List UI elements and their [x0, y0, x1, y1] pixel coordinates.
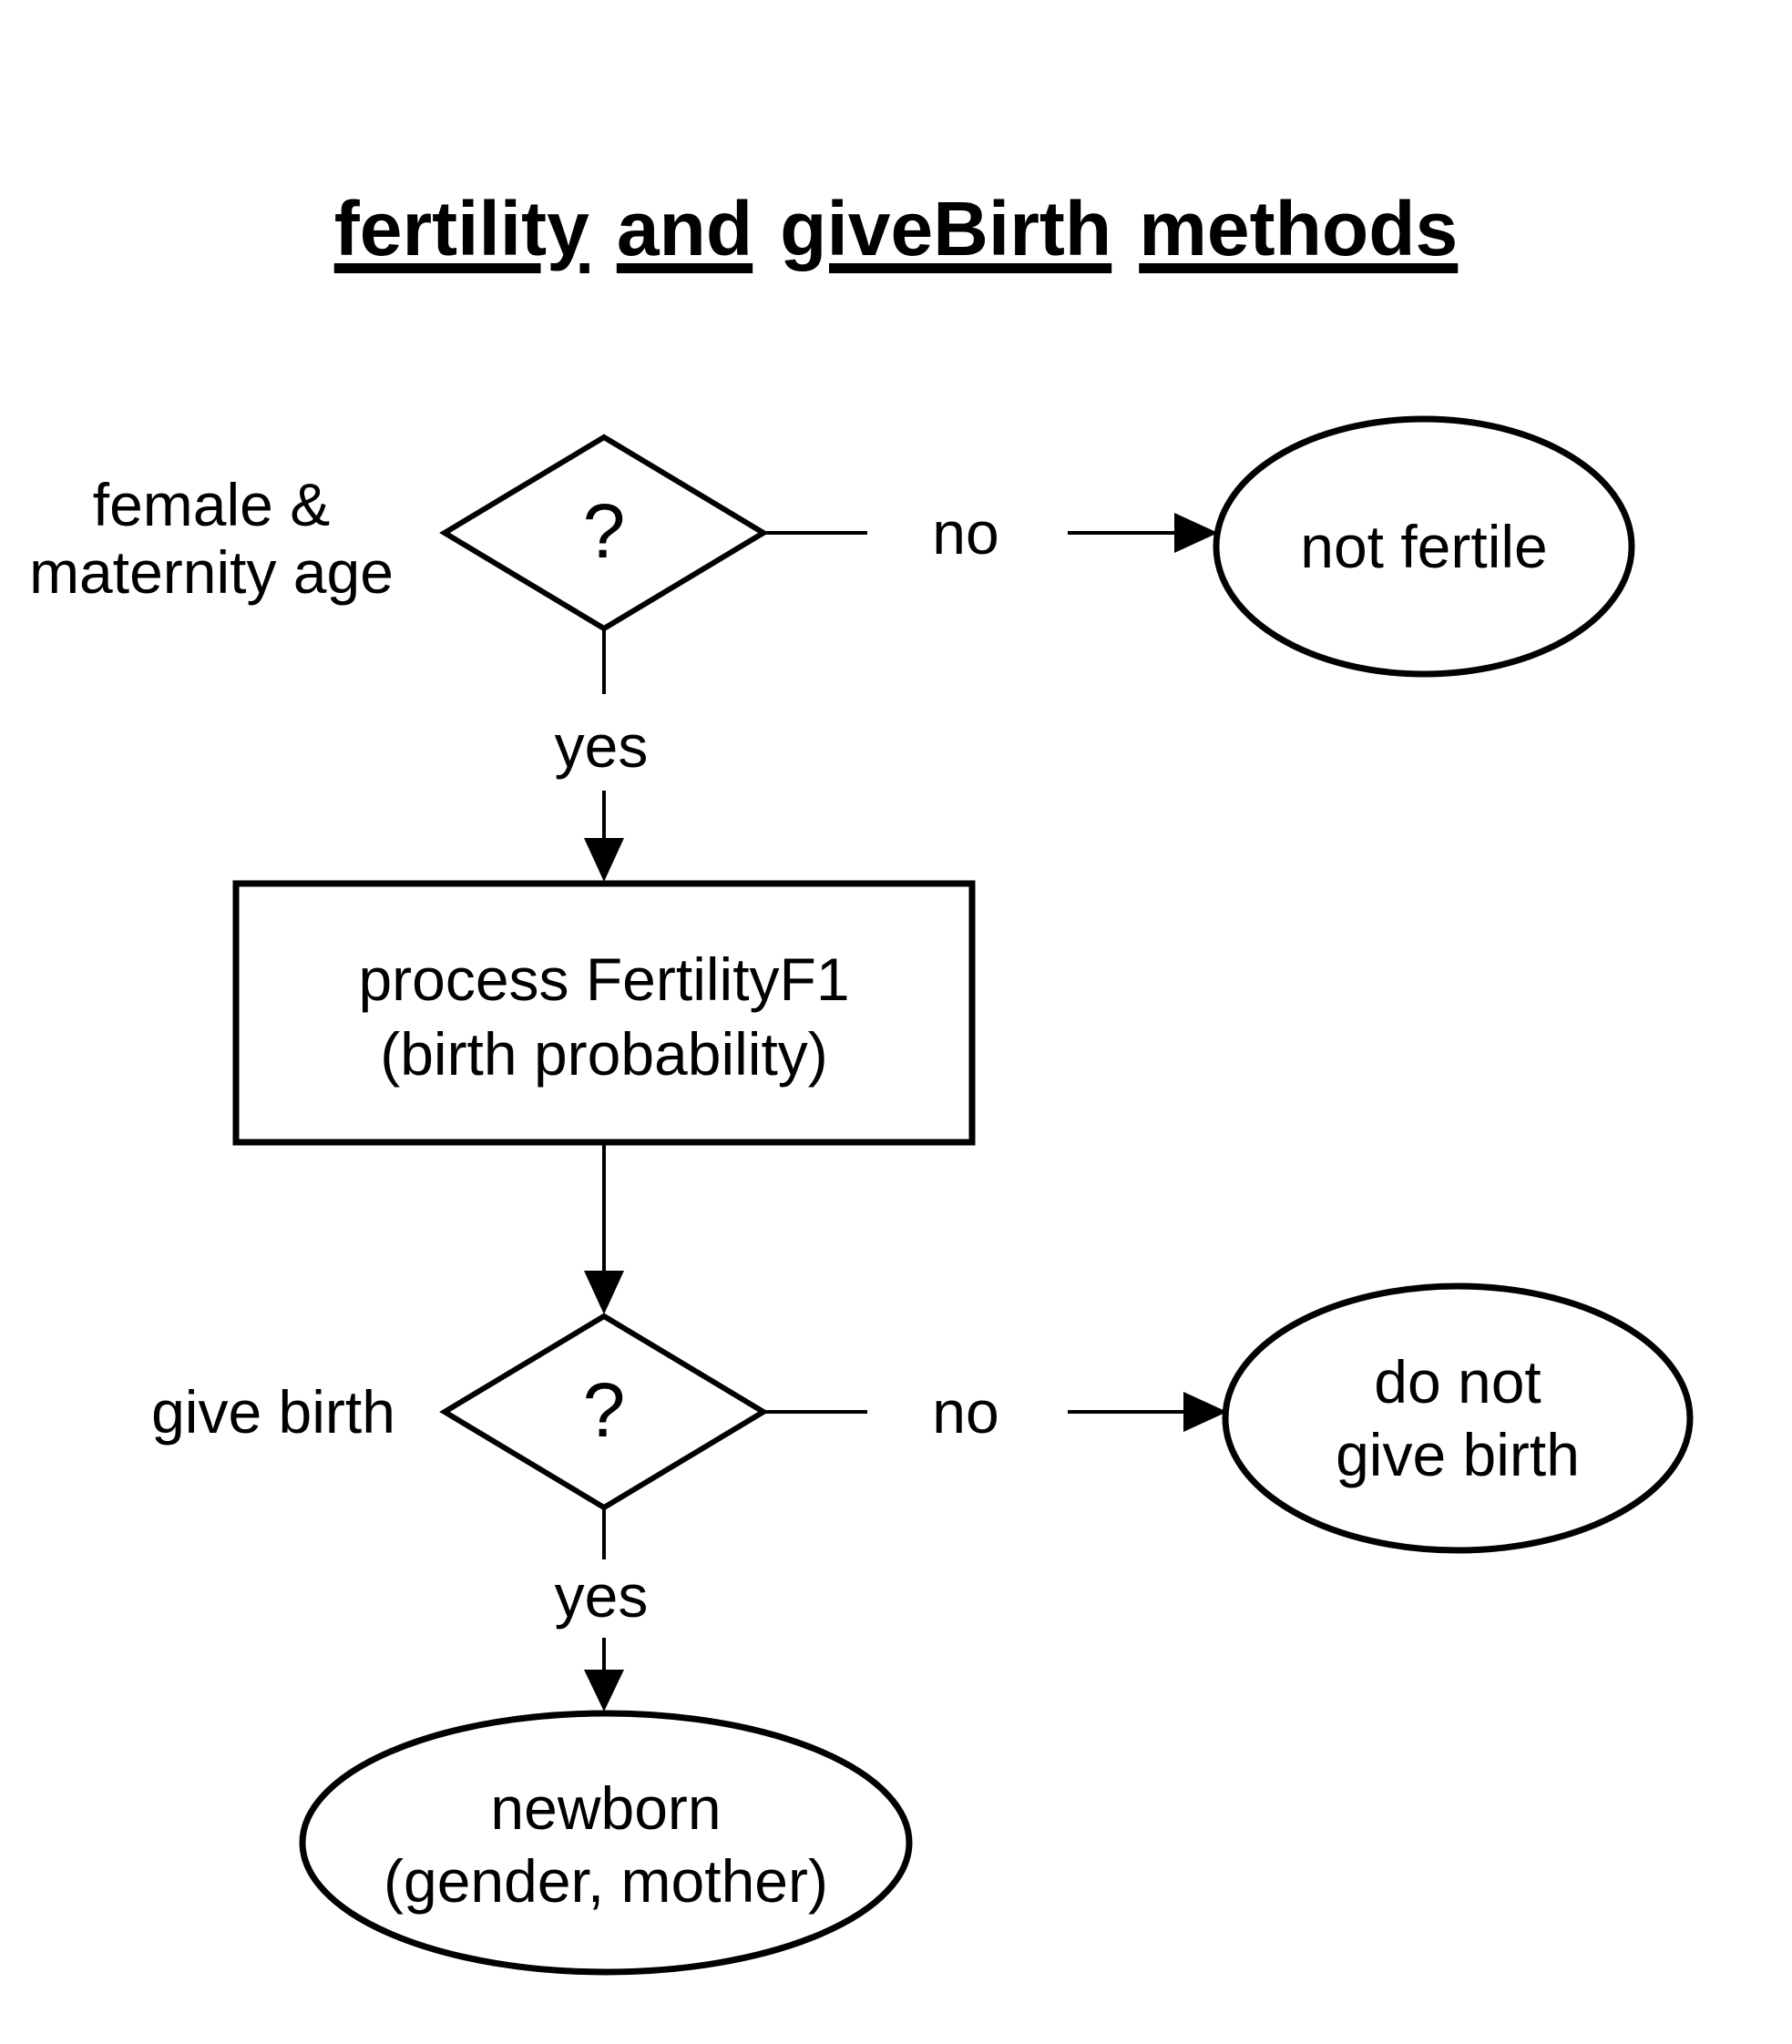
edge-no1-label: no [932, 499, 998, 567]
terminal-newborn-ellipse [299, 1710, 913, 1976]
decision-diamond-fertility [439, 434, 769, 632]
terminal-newborn-line1: newborn [490, 1774, 721, 1842]
terminal-do-not-give-birth-ellipse [1222, 1283, 1694, 1554]
edge-no2-label: no [932, 1378, 998, 1446]
title-word-methods: methods [1139, 186, 1459, 271]
arrowhead-right-icon [1174, 513, 1218, 553]
edge-yes1-label: yes [555, 712, 649, 780]
arrowhead-down-icon [584, 1271, 624, 1314]
terminal-newborn-line2: (gender, mother) [384, 1847, 828, 1915]
arrowhead-right-icon [1183, 1392, 1227, 1432]
decision-fertility-condition-line2: maternity age [29, 538, 394, 606]
terminal-do-not-give-birth-line2: give birth [1336, 1421, 1580, 1488]
decision-diamond-give-birth [439, 1313, 769, 1511]
process-fertility-line2: (birth probability) [380, 1020, 828, 1088]
arrowhead-down-icon [584, 1670, 624, 1712]
terminal-not-fertile-label: not fertile [1300, 513, 1547, 580]
decision-give-birth-condition: give birth [151, 1378, 395, 1446]
arrowhead-down-icon [584, 838, 624, 882]
title-word-and: and [616, 186, 753, 271]
process-fertility-box [232, 880, 976, 1146]
terminal-do-not-give-birth-line1: do not [1374, 1348, 1541, 1415]
decision-give-birth-symbol: ? [583, 1367, 626, 1453]
terminal-not-fertile-ellipse [1213, 415, 1635, 678]
process-fertility-line1: process FertilityF1 [358, 945, 849, 1013]
edge-yes2-label: yes [555, 1562, 649, 1630]
decision-fertility-symbol: ? [583, 488, 626, 574]
title-word-givebirth: giveBirth [780, 186, 1112, 271]
decision-fertility-condition-line1: female & [93, 471, 330, 538]
title-word-fertility: fertility [333, 186, 589, 271]
